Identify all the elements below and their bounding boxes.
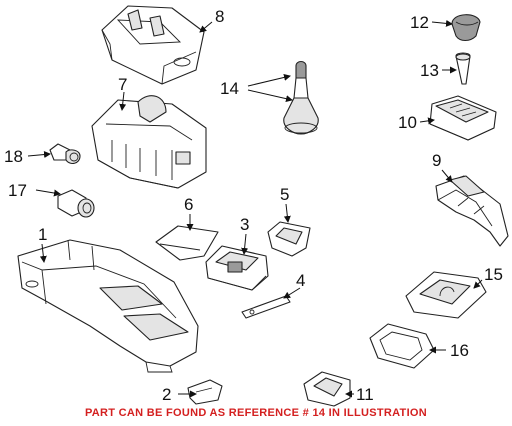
- part-9-bracket: [435, 175, 509, 247]
- part-10-indicator-bezel: [429, 95, 497, 141]
- callout-numbers: 8 7 14 12 13 10 9 18 17 6 5 3 4 1 15 16 …: [4, 7, 503, 404]
- callout-1: 1: [38, 225, 47, 244]
- callout-10: 10: [398, 113, 417, 132]
- part-5-storage-tray: [267, 221, 311, 257]
- callout-16: 16: [450, 341, 469, 360]
- leader-14a: [247, 73, 291, 87]
- callout-5: 5: [280, 185, 289, 204]
- callout-18: 18: [4, 147, 23, 166]
- callout-15: 15: [484, 265, 503, 284]
- part-8-shifter-housing: [101, 5, 205, 85]
- callout-14: 14: [220, 79, 239, 98]
- part-6-cover-plate: [155, 225, 219, 261]
- leader-4: [283, 287, 301, 299]
- leader-7: [119, 91, 127, 111]
- part-2-small-bracket: [187, 379, 223, 405]
- leader-9: [441, 169, 453, 183]
- part-1-center-console: [17, 239, 199, 373]
- leader-5: [283, 203, 291, 223]
- footnote-reference: PART CAN BE FOUND AS REFERENCE # 14 IN I…: [84, 407, 428, 419]
- part-16-trim-ring: [369, 323, 435, 369]
- part-7-shifter-mechanism: [91, 95, 207, 189]
- callout-12: 12: [410, 13, 429, 32]
- callout-4: 4: [296, 271, 305, 290]
- leader-14b: [247, 89, 293, 103]
- part-17-power-socket: [57, 189, 95, 218]
- callout-11: 11: [356, 385, 374, 404]
- part-11-trim-cover: [303, 371, 351, 407]
- part-18-switch: [49, 143, 81, 165]
- leader-3: [241, 233, 249, 255]
- leader-18: [27, 151, 51, 159]
- leader-8: [199, 21, 213, 33]
- callout-2: 2: [162, 385, 171, 404]
- part-13-knob-shaft: [455, 52, 471, 85]
- part-15-boot-frame: [405, 271, 487, 319]
- part-3-cupholder-insert: [205, 245, 269, 291]
- leader-10: [419, 117, 435, 125]
- callout-9: 9: [432, 151, 441, 170]
- callout-6: 6: [184, 195, 193, 214]
- leader-lines: [27, 19, 483, 398]
- leader-17: [35, 189, 61, 197]
- part-4-trim-strip: [241, 295, 291, 319]
- leader-1: [39, 243, 47, 263]
- leader-15: [473, 279, 483, 289]
- callout-17: 17: [8, 181, 27, 200]
- part-14-shift-boot: [283, 60, 319, 135]
- leader-12: [431, 19, 453, 27]
- part-12-shift-knob: [451, 14, 481, 42]
- callout-13: 13: [420, 61, 439, 80]
- callout-8: 8: [215, 7, 224, 26]
- callout-3: 3: [240, 215, 249, 234]
- callout-7: 7: [118, 75, 127, 94]
